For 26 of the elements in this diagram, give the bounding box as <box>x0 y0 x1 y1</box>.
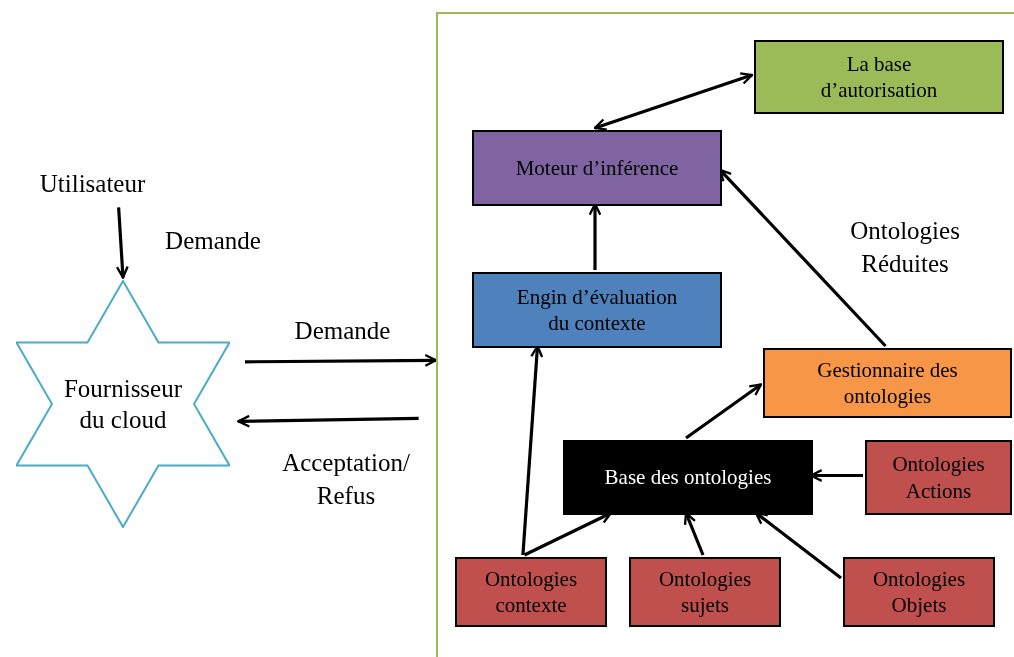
box-label: Ontologies Actions <box>891 451 986 504</box>
arrow <box>685 383 763 440</box>
system-panel <box>436 12 1014 657</box>
box-label: Ontologies sujets <box>657 565 753 619</box>
arrow <box>237 414 419 428</box>
process-box <box>865 440 1012 515</box>
box-label: Gestionnaire des ontologies <box>816 356 959 410</box>
process-box <box>472 130 722 206</box>
box-label: Engin d’évaluation du contexte <box>515 283 679 337</box>
process-box <box>629 557 781 627</box>
box-label: Ontologies contexte <box>483 565 579 619</box>
process-box <box>472 272 722 348</box>
box-label: La base d’autorisation <box>819 50 939 104</box>
actor-label: Utilisateur <box>39 169 146 200</box>
arrow <box>593 72 754 131</box>
process-box <box>563 440 813 515</box>
box-label: Ontologies Objets <box>871 565 967 619</box>
arrow <box>244 353 438 367</box>
process-box <box>763 348 1012 418</box>
arrow <box>115 207 129 279</box>
process-box <box>754 40 1004 114</box>
box-label: Moteur d’inférence <box>514 154 680 182</box>
box-label: Base des ontologies <box>603 464 773 491</box>
node-label: Fournisseur du cloud <box>62 373 184 435</box>
process-box <box>455 557 607 627</box>
process-box <box>843 557 995 627</box>
